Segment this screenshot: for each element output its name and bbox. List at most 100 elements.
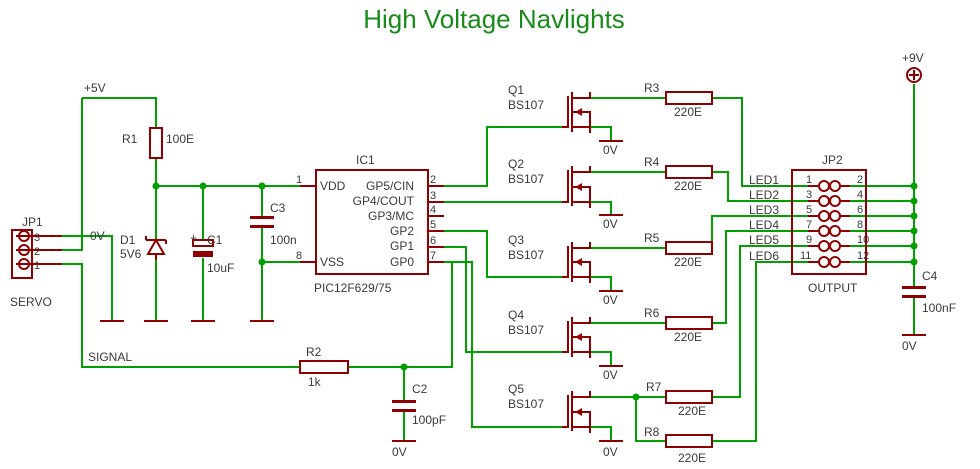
- r2-value: 1k: [308, 375, 322, 389]
- ic1-pin-num-7: 7: [430, 250, 436, 262]
- jp1-pin-2: [18, 244, 30, 256]
- jp1-pin-label-1: 1: [34, 260, 40, 272]
- ic1-pic12f629: IC1 PIC12F629/75 1 VDD 8 VSS 2 GP5/CIN 3…: [296, 153, 444, 295]
- ground-symbols: [100, 140, 926, 442]
- wire-signal: [62, 263, 300, 368]
- jp1-pin-label-3: 3: [34, 232, 40, 244]
- ic1-part: PIC12F629/75: [314, 281, 392, 295]
- junction-9v-p8: [910, 227, 918, 235]
- jp2-pin-10: 10: [857, 234, 869, 246]
- ic1-pin-name-vdd: VDD: [320, 179, 346, 193]
- net-label-0v-c4: 0V: [902, 339, 917, 353]
- junction-9v-p6: [910, 212, 918, 220]
- c1-value: 10uF: [207, 261, 234, 275]
- ic1-pin-name-gp2: GP2: [390, 224, 414, 238]
- jp1-pin-label-2: 2: [34, 246, 40, 258]
- net-label-0v-q2: 0V: [603, 217, 618, 231]
- ic1-pin-num-6: 6: [430, 235, 436, 247]
- resistor-r8: R8 220E: [644, 425, 713, 465]
- wire-q5-gate: [444, 261, 562, 428]
- r3-name: R3: [644, 81, 660, 95]
- q3-type: BS107: [508, 248, 544, 262]
- q3-name: Q3: [508, 233, 524, 247]
- r7-name: R7: [646, 380, 662, 394]
- jp1-body: [11, 229, 33, 279]
- wire-q3-source: [590, 276, 612, 290]
- junction-9v-p10: [910, 242, 918, 250]
- zener-d1: D1 5V6: [120, 233, 167, 261]
- ic1-pin-name-gp1: GP1: [390, 239, 414, 253]
- capacitor-c1: + C1 10uF: [190, 231, 234, 275]
- ic1-pin-num-8: 8: [296, 250, 302, 262]
- r6-value: 220E: [674, 330, 702, 344]
- net-label-0v-q3: 0V: [603, 293, 618, 307]
- jp1-servo-connector: 3 2 1 JP1 SERVO: [10, 215, 62, 309]
- jp2-output-header: JP2 OUTPUT 1 3 5 7 9 11 2 4 6 8 10 12: [791, 153, 869, 295]
- r2-name: R2: [306, 345, 322, 359]
- ic1-pin-name-gp5: GP5/CIN: [366, 179, 414, 193]
- c4-value: 100nF: [922, 301, 956, 315]
- wire-r8-out: [712, 261, 808, 442]
- jp2-pin-6: 6: [857, 204, 863, 216]
- led1-label: LED1: [749, 173, 779, 187]
- junction-9v-p4: [910, 197, 918, 205]
- jp2-pin-3: 3: [806, 189, 812, 201]
- q1-name: Q1: [508, 83, 524, 97]
- q2-type: BS107: [508, 172, 544, 186]
- c3-value: 100n: [270, 233, 297, 247]
- led6-label: LED6: [749, 249, 779, 263]
- net-label-9v: +9V: [902, 51, 924, 65]
- c2-name: C2: [412, 382, 428, 396]
- junction-vss-c3: [258, 258, 266, 266]
- r8-value: 220E: [678, 451, 706, 465]
- r5-name: R5: [644, 231, 660, 245]
- net-label-signal: SIGNAL: [88, 350, 132, 364]
- ic1-pin-num-3: 3: [430, 190, 436, 202]
- net-label-5v: +5V: [84, 81, 106, 95]
- ic1-pin-name-vss: VSS: [320, 255, 344, 269]
- ic1-pin-name-gp4: GP4/COUT: [353, 194, 415, 208]
- d1-name: D1: [120, 233, 136, 247]
- jp1-pin-3: [18, 230, 30, 242]
- wire-q4-source: [590, 351, 612, 365]
- r1-name: R1: [122, 132, 138, 146]
- ic1-left-pin-lines: [300, 185, 316, 263]
- wire-r4-out: [712, 171, 808, 202]
- jp1-pin-1: [18, 258, 30, 270]
- r4-name: R4: [644, 155, 660, 169]
- jp1-name: JP1: [22, 215, 43, 229]
- ic1-pin-num-2: 2: [430, 174, 436, 186]
- wire-q3-gate: [444, 230, 562, 278]
- q4-name: Q4: [508, 308, 524, 322]
- led5-label: LED5: [749, 233, 779, 247]
- jp2-label: OUTPUT: [808, 281, 858, 295]
- resistor-r6: R6 220E: [644, 306, 713, 344]
- transistor-q4: Q4 BS107: [508, 308, 591, 358]
- resistor-r2: R2 1k: [299, 345, 349, 389]
- ic1-pin-num-1: 1: [296, 174, 302, 186]
- wire-q1-gate: [444, 126, 562, 187]
- junction-vdd-c3: [258, 182, 266, 190]
- q1-type: BS107: [508, 98, 544, 112]
- ic1-pin-num-5: 5: [430, 219, 436, 231]
- jp2-pin-1: 1: [806, 174, 812, 186]
- capacitor-c2: C2 100pF: [392, 382, 446, 427]
- net-label-0v-c2: 0V: [392, 445, 407, 459]
- resistor-r4: R4 220E: [644, 155, 713, 193]
- wire-q5-source: [590, 426, 612, 440]
- wire-q4-gate: [444, 246, 562, 353]
- ic1-name: IC1: [356, 153, 375, 167]
- q4-type: BS107: [508, 323, 544, 337]
- jp2-pin-12: 12: [857, 250, 869, 262]
- c2-value: 100pF: [412, 413, 446, 427]
- ic1-pin-num-4: 4: [430, 204, 436, 216]
- q2-name: Q2: [508, 157, 524, 171]
- junction-vdd-c1: [199, 182, 207, 190]
- r3-value: 220E: [674, 105, 702, 119]
- jp2-pin-7: 7: [806, 219, 812, 231]
- capacitor-c3: C3 100n: [250, 201, 297, 247]
- wire-5v-jp1: [62, 98, 83, 251]
- wires: [62, 84, 915, 442]
- resistor-r7: R7 220E: [646, 380, 713, 418]
- ic1-right-pin-lines: [428, 185, 444, 263]
